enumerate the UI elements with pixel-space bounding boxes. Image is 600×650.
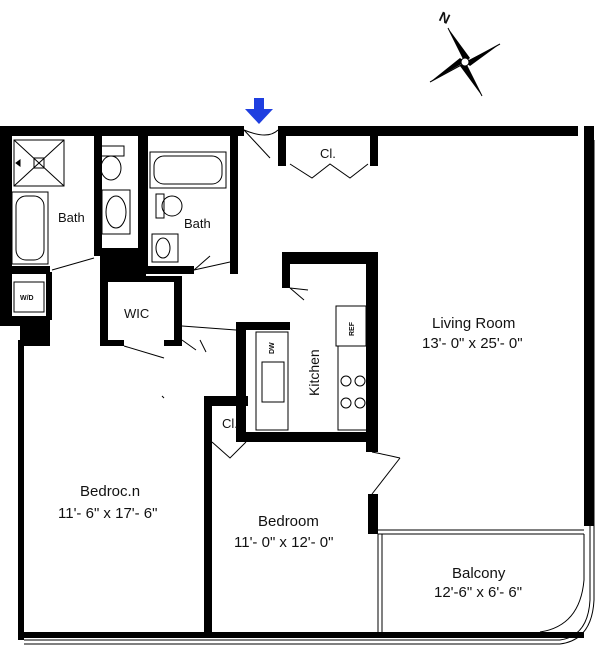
wic-label: WIC [124,306,149,321]
fixtures [11,139,369,431]
entry-arrow-icon [245,98,273,124]
dishwasher-label: DW [269,342,276,354]
living-room-dims: 13'- 0" x 25'- 0" [422,335,523,352]
fridge-label: REF [349,321,356,336]
entry-closet-label: Cl. [320,146,336,161]
second-bedroom-name: Bedroom [258,513,319,530]
north-compass-icon [429,27,501,97]
balcony-name: Balcony [452,565,506,582]
balcony-dims: 12'-6" x 6'- 6" [434,584,522,601]
bath-label: Bath [58,210,85,225]
kitchen-label: Kitchen [306,349,322,396]
doors [51,129,401,495]
second-bedroom-dims: 11'- 0" x 12'- 0" [234,534,333,551]
main-bedroom-dims: 11'- 6" x 17'- 6" [58,505,157,522]
walls [0,126,594,640]
exterior-rail [24,140,595,645]
bath-label: Bath [184,216,211,231]
main-bedroom-name: Bedroc.n [80,483,140,500]
compass-label: N [437,8,453,27]
washer-dryer-label: W/D [20,295,34,302]
bedroom-closet-label: Cl. [222,416,238,431]
living-room-name: Living Room [432,315,515,332]
